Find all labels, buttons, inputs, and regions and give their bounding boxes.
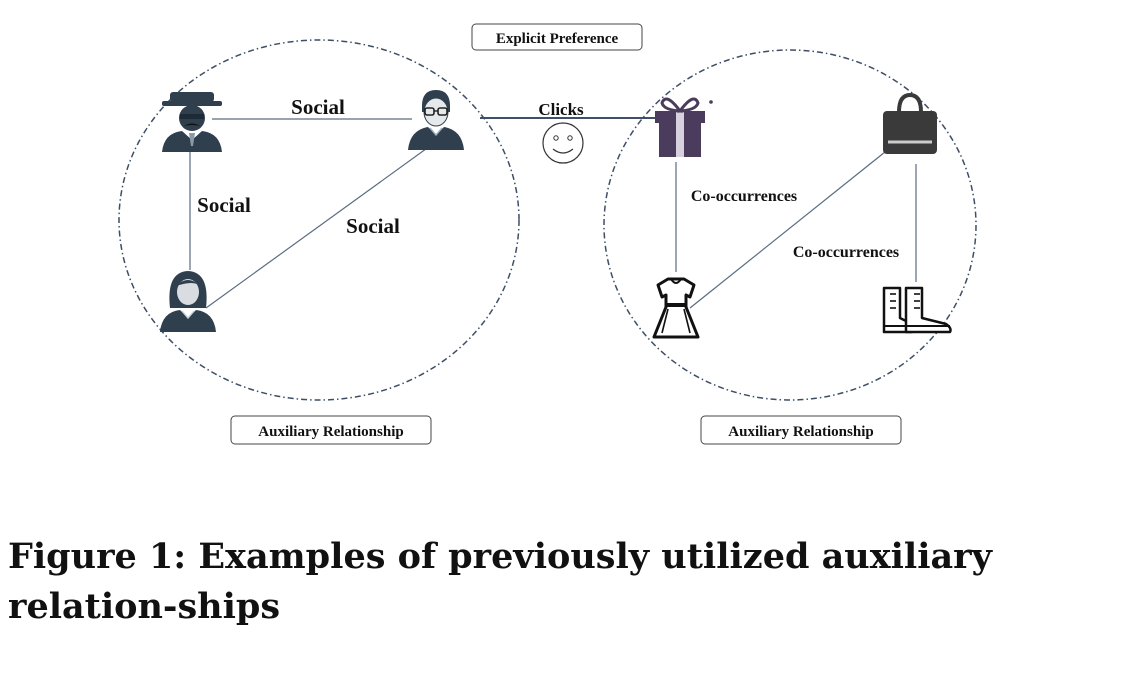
social-label-left: Social	[197, 193, 251, 217]
shopping-bag-icon	[883, 92, 937, 154]
social-edge-glasses-woman	[205, 145, 431, 309]
user-group-ellipse	[118, 39, 520, 401]
smiley-face-icon	[542, 122, 584, 164]
auxiliary-relationship-label-left: Auxiliary Relationship	[258, 424, 403, 440]
boots-icon	[882, 286, 952, 334]
cooccurrence-edge-bag-dress	[689, 151, 886, 309]
cooccurrences-label-left: Co-occurrences	[691, 188, 797, 205]
explicit-preference-label: Explicit Preference	[496, 31, 619, 47]
auxiliary-relationship-box-left: Auxiliary Relationship	[230, 415, 432, 445]
clicks-label: Clicks	[538, 100, 584, 119]
auxiliary-relationship-box-right: Auxiliary Relationship	[700, 415, 902, 445]
social-label-top: Social	[291, 95, 345, 119]
glasses-user-icon	[408, 90, 464, 150]
explicit-preference-box: Explicit Preference	[471, 23, 643, 51]
figure-caption: Figure 1: Examples of previously utilize…	[8, 536, 992, 627]
auxiliary-relationship-label-right: Auxiliary Relationship	[728, 424, 873, 440]
woman-user-icon	[160, 271, 216, 332]
dress-icon	[652, 277, 700, 339]
item-group-ellipse	[603, 49, 977, 401]
gift-icon	[655, 97, 713, 157]
spy-user-icon	[162, 92, 222, 152]
cooccurrences-label-right: Co-occurrences	[793, 244, 899, 261]
social-label-diagonal: Social	[346, 214, 400, 238]
